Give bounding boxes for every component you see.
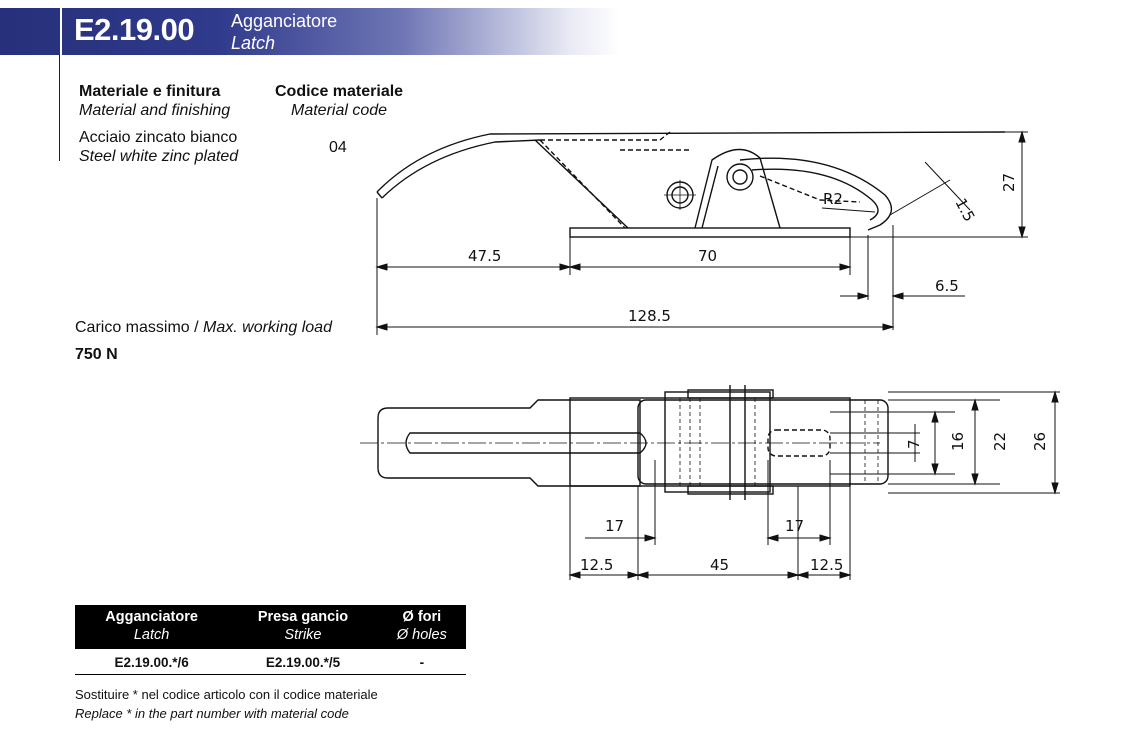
dim-45: 45 [710,556,729,574]
dim-16: 16 [949,432,967,451]
footnote-en: Replace * in the part number with materi… [75,706,349,721]
footnote-it: Sostituire * nel codice articolo con il … [75,687,378,702]
dim-1-5: 1.5 [951,195,978,225]
table-cell-latch: E2.19.00.*/6 [75,649,229,675]
table-row: E2.19.00.*/6 E2.19.00.*/5 - [75,649,466,675]
material-code-label-it: Codice materiale [275,83,404,100]
title-italian: Agganciatore [231,11,338,31]
material-label-en: Material and finishing [79,102,231,119]
header-divider [60,8,62,55]
material-code-label-en: Material code [291,102,388,119]
max-load-label: Carico massimo / Max. working load [75,318,332,337]
dim-22: 22 [991,432,1009,451]
max-load-value: 750 N [75,346,118,363]
material-label-it: Materiale e finitura [79,83,221,100]
dim-6-5: 6.5 [935,277,959,295]
material-value-it: Acciaio zincato bianco [79,129,238,146]
material-code-value: 04 [329,139,347,156]
material-value-en: Steel white zinc plated [79,148,239,165]
dim-7: 7 [905,439,923,449]
side-view-drawing: 47.5 70 6.5 128.5 27 1.5 R2 [375,130,1028,335]
dim-70: 70 [698,247,717,265]
dim-17-left: 17 [605,517,624,535]
dim-26: 26 [1031,432,1049,451]
dim-radius: R2 [823,190,843,208]
product-code: E2.19.00 [74,12,195,47]
dim-47-5: 47.5 [468,247,501,265]
max-load-label-it: Carico massimo / [75,319,204,336]
top-view-drawing: 7 16 22 26 17 17 12.5 45 12.5 [360,385,1060,580]
max-load-label-en: Max. working load [203,319,332,336]
dim-128-5: 128.5 [628,307,671,325]
header-bar [0,8,620,55]
dim-27: 27 [1000,173,1018,192]
left-rule [59,55,60,161]
table-cell-strike: E2.19.00.*/5 [228,649,378,675]
dim-12-5-left: 12.5 [580,556,613,574]
table-cell-holes: - [377,649,466,675]
dim-17-right: 17 [785,517,804,535]
title-english: Latch [231,33,276,53]
dim-12-5-right: 12.5 [810,556,843,574]
